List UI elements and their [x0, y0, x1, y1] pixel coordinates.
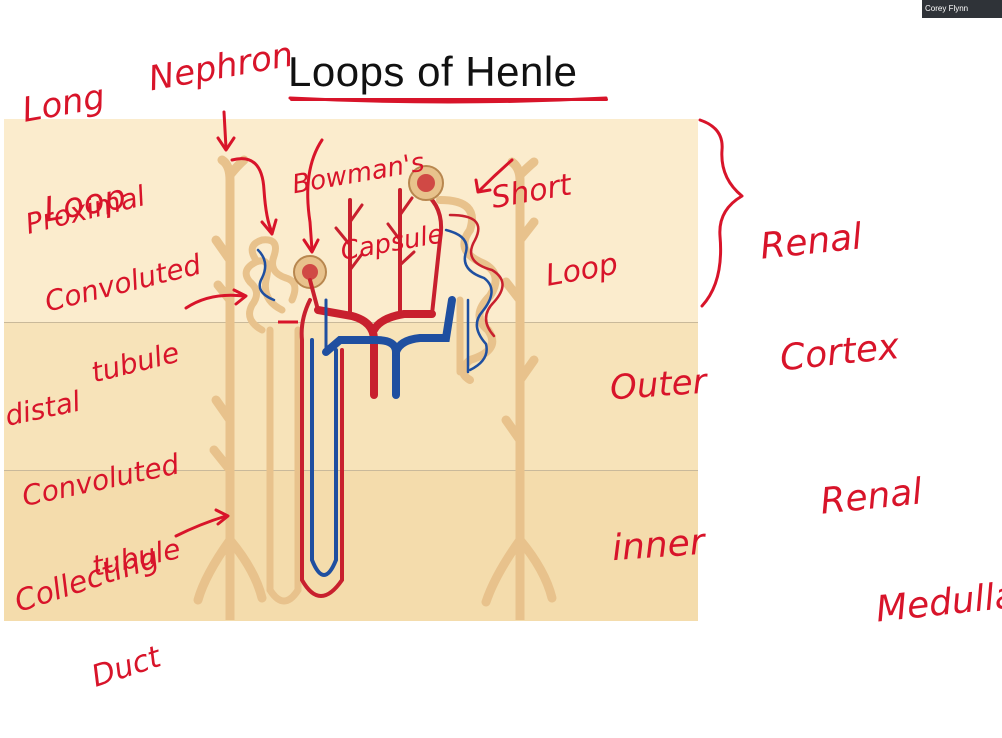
annotation-renal-medulla: Renal Medulla — [818, 470, 1002, 631]
inner-medulla-band — [4, 470, 698, 621]
short-loop-nephron — [436, 196, 504, 384]
long-loop-of-henle — [266, 298, 344, 605]
nephron-illustration — [174, 96, 744, 620]
annotation-outer-medulla: Outer — [608, 361, 708, 409]
venous-tree — [322, 296, 456, 399]
presenter-webcam-thumbnail[interactable]: Corey Flynn — [922, 0, 1002, 18]
outer-medulla-band — [4, 322, 698, 471]
left-bowmans-capsule — [293, 255, 327, 289]
annotation-inner-medulla: inner — [610, 521, 706, 570]
title-underline — [290, 98, 608, 101]
right-collecting-duct — [481, 157, 557, 620]
right-bowmans-capsule — [408, 165, 444, 201]
proximal-convoluted-tubule — [248, 236, 299, 304]
annotation-bowmans-capsule: Bowman's Capsule — [290, 147, 446, 268]
left-collecting-duct — [193, 155, 267, 620]
slide-title: Loops of Henle — [288, 48, 578, 95]
distal-convoluted-tubule — [242, 257, 286, 334]
presenter-name: Corey Flynn — [925, 4, 969, 13]
annotation-strokes — [174, 96, 744, 538]
